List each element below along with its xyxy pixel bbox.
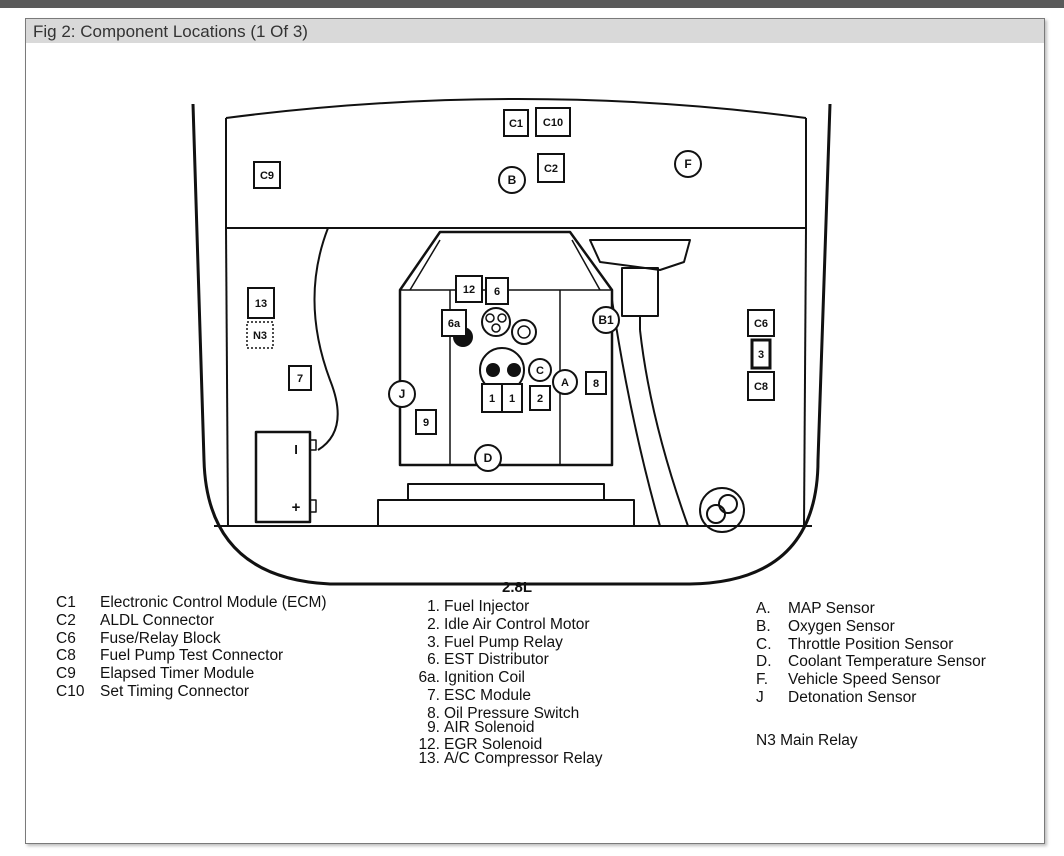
label-1b: 1 — [509, 393, 515, 405]
legend-lettered: A.MAP Sensor B.Oxygen Sensor C.Throttle … — [756, 600, 986, 707]
cowl-curve — [225, 98, 807, 119]
right-hose — [639, 329, 689, 527]
legend-item: 12.EGR Solenoid — [418, 736, 543, 754]
injector-dot-right — [507, 363, 521, 377]
legend-item: 6.EST Distributor — [427, 651, 549, 669]
label-c8: C8 — [754, 381, 768, 393]
battery — [254, 430, 312, 524]
label-2: 2 — [537, 393, 543, 405]
label-3: 3 — [758, 349, 764, 361]
legend-item: 8.Oil Pressure Switch — [427, 704, 580, 722]
legend-item: C.Throttle Position Sensor — [756, 635, 954, 653]
label-b1: B1 — [598, 313, 614, 327]
label-battery-positive: + — [292, 499, 301, 516]
label-c1: C1 — [509, 118, 523, 130]
radiator — [377, 499, 635, 527]
label-battery-negative: I — [294, 442, 298, 457]
legend-numbered: 1.Fuel Injector 2.Idle Air Control Motor… — [406, 598, 603, 768]
label-7: 7 — [297, 373, 303, 385]
legend-item: D.Coolant Temperature Sensor — [756, 653, 986, 671]
legend-item: B.Oxygen Sensor — [756, 617, 895, 635]
label-6: 6 — [494, 286, 500, 298]
legend-item: 2.Idle Air Control Motor — [427, 615, 590, 633]
vehicle-outline — [191, 103, 832, 586]
legend-item: 1.Fuel Injector — [427, 598, 530, 615]
main-relay-note: N3 Main Relay — [756, 732, 858, 749]
label-8: 8 — [593, 378, 599, 390]
label-c: C — [536, 365, 544, 377]
label-12: 12 — [463, 284, 475, 296]
figure-title-bar: Fig 2: Component Locations (1 Of 3) — [26, 19, 1044, 43]
air-duct — [589, 239, 691, 271]
legend-item: 7.ESC Module — [427, 686, 532, 704]
label-13: 13 — [255, 298, 267, 310]
injector-dot-left — [486, 363, 500, 377]
label-c10: C10 — [543, 117, 563, 129]
label-a: A — [561, 377, 569, 389]
washer-reservoir — [699, 487, 745, 533]
label-n3: N3 — [253, 330, 267, 342]
label-j: J — [399, 387, 406, 401]
map-sensor-body — [621, 267, 659, 317]
label-1a: 1 — [489, 393, 495, 405]
label-c6: C6 — [754, 318, 768, 330]
legend-item: A.MAP Sensor — [756, 600, 875, 617]
label-f: F — [684, 157, 691, 171]
label-d: D — [484, 451, 493, 465]
label-9: 9 — [423, 417, 429, 429]
label-c9: C9 — [260, 170, 274, 182]
label-c2: C2 — [544, 163, 558, 175]
legend-item: 3.Fuel Pump Relay — [427, 633, 563, 651]
legend-item: 9.AIR Solenoid — [427, 718, 535, 736]
engine-title: 2.8L — [502, 579, 533, 596]
legend-item: 13.A/C Compressor Relay — [418, 750, 603, 768]
window-top-bar — [0, 0, 1064, 8]
legend-item: F.Vehicle Speed Sensor — [756, 671, 941, 689]
legend-item: 6a.Ignition Coil — [418, 669, 525, 687]
label-b: B — [508, 173, 517, 187]
left-fender-curve — [313, 227, 339, 451]
distributor — [481, 307, 511, 337]
figure-title: Fig 2: Component Locations (1 Of 3) — [33, 22, 308, 41]
label-6a: 6a — [448, 318, 461, 330]
